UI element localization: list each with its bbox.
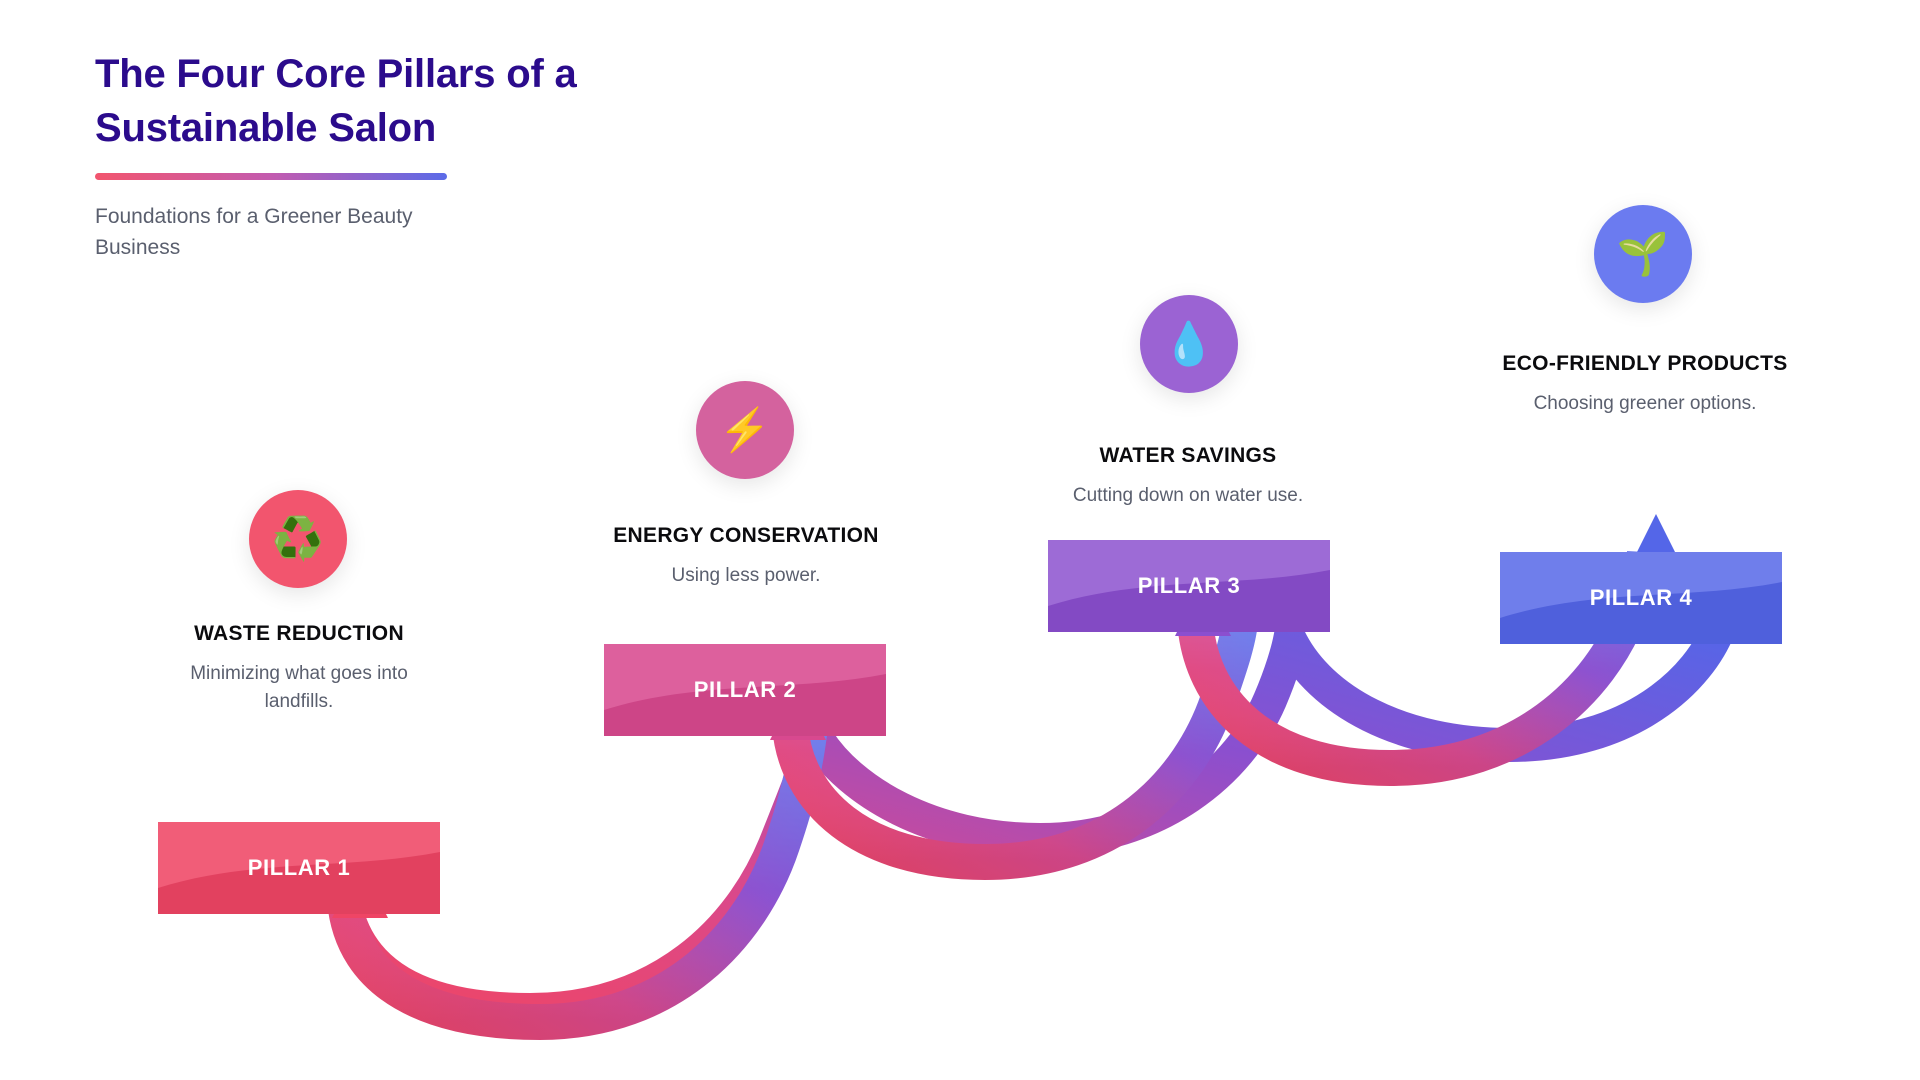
accent-divider xyxy=(95,173,447,181)
page-subtitle: Foundations for a Greener Beauty Busines… xyxy=(95,205,413,259)
pillar-desc-2: Using less power. xyxy=(671,565,821,586)
pillar-banner-label-2: PILLAR 2 xyxy=(693,677,797,702)
pillar-caption-4: ECO-FRIENDLY PRODUCTS Choosing greener o… xyxy=(1480,352,1810,418)
pillar-banner-label-1: PILLAR 1 xyxy=(247,855,351,880)
seedling-icon-glyph: 🌱 xyxy=(1616,230,1670,277)
pillar-title-2: ENERGY CONSERVATION xyxy=(613,524,879,547)
recycling-icon-glyph: ♻️ xyxy=(271,515,325,562)
pillar-title-3: WATER SAVINGS xyxy=(1099,444,1277,467)
seedling-icon: 🌱 xyxy=(1594,205,1692,303)
pillar-banner-2[interactable]: PILLAR 2 xyxy=(604,644,886,736)
page-title: The Four Core Pillars of a Sustainable S… xyxy=(95,48,715,155)
page-title-line-1: The Four Core Pillars of a xyxy=(95,52,577,96)
pillar-banner-label-3: PILLAR 3 xyxy=(1137,573,1241,598)
pillar-caption-3: WATER SAVINGS Cutting down on water use. xyxy=(1038,444,1338,510)
pillar-banner-4[interactable]: PILLAR 4 xyxy=(1500,552,1782,644)
pillar-desc-3: Cutting down on water use. xyxy=(1072,485,1304,506)
pillar-caption-2: ENERGY CONSERVATION Using less power. xyxy=(590,524,902,590)
page-title-line-2: Sustainable Salon xyxy=(95,105,437,150)
pillar-banner-1[interactable]: PILLAR 1 xyxy=(158,822,440,914)
pillar-title-4: ECO-FRIENDLY PRODUCTS xyxy=(1502,352,1788,375)
header: The Four Core Pillars of a Sustainable S… xyxy=(95,48,715,263)
pillar-banner-label-4: PILLAR 4 xyxy=(1589,585,1693,610)
pillar-desc-1: Minimizing what goes into landfills. xyxy=(190,663,408,712)
pillar-desc-4: Choosing greener options. xyxy=(1533,393,1757,414)
pillar-banner-3[interactable]: PILLAR 3 xyxy=(1048,540,1330,632)
high-voltage-icon-glyph: ⚡ xyxy=(718,406,772,453)
pillar-caption-1: WASTE REDUCTION Minimizing what goes int… xyxy=(158,622,440,715)
water-drop-icon: 💧 xyxy=(1140,295,1238,393)
high-voltage-icon: ⚡ xyxy=(696,381,794,479)
recycling-icon: ♻️ xyxy=(249,490,347,588)
water-drop-icon-glyph: 💧 xyxy=(1162,320,1216,367)
pillar-title-1: WASTE REDUCTION xyxy=(194,622,404,645)
